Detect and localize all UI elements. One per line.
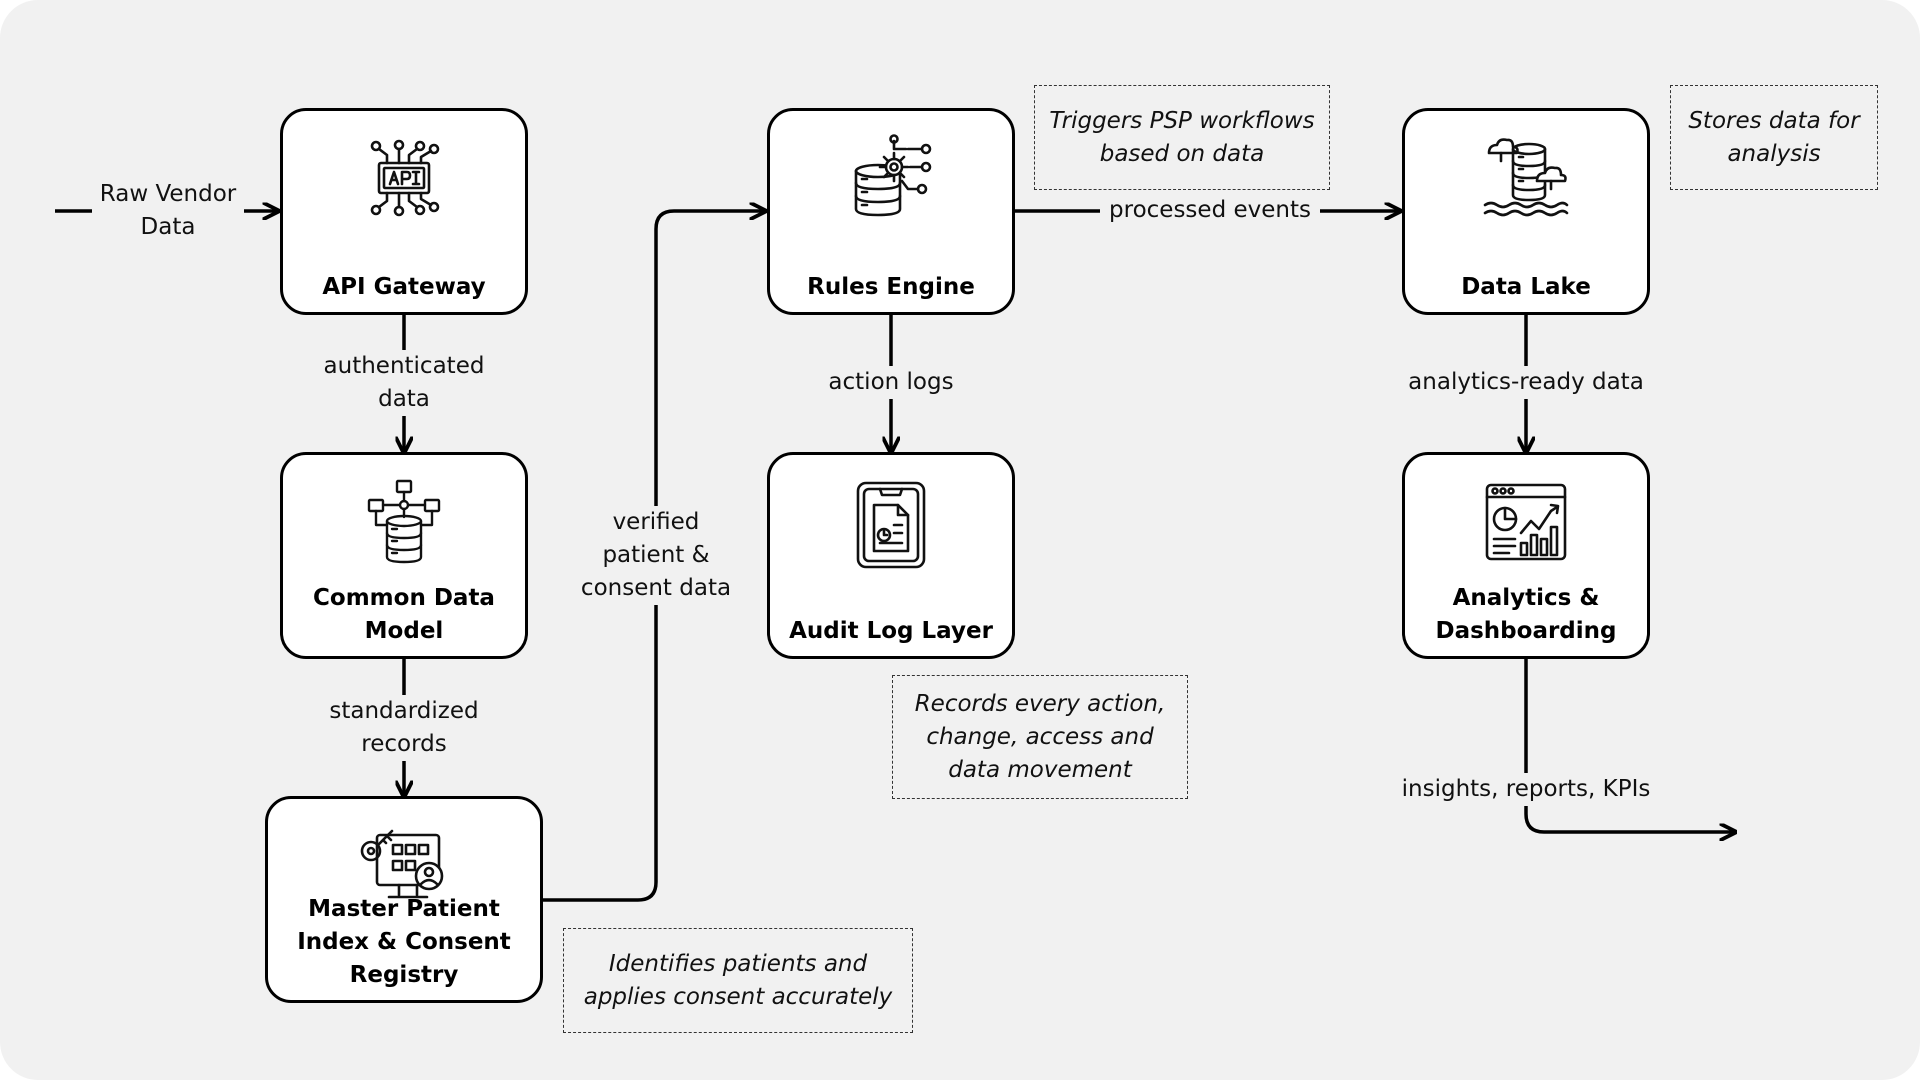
node-rules-engine[interactable]: Rules Engine	[767, 108, 1015, 315]
node-common-data-model[interactable]: Common Data Model	[280, 452, 528, 659]
node-title: Rules Engine	[807, 274, 975, 300]
edge-label-analytics-ready-data: analytics-ready data	[1396, 366, 1656, 399]
node-title: Analytics & Dashboarding	[1435, 585, 1617, 644]
note-audit-log: Records every action, change, access and…	[892, 675, 1188, 799]
node-analytics-dashboarding[interactable]: Analytics & Dashboarding	[1402, 452, 1650, 659]
note-data-lake: Stores data for analysis	[1670, 85, 1878, 190]
node-title: Data Lake	[1461, 274, 1591, 300]
note-master-patient-index: Identifies patients and applies consent …	[563, 928, 913, 1033]
edge-insights-reports-kpis	[1524, 659, 1735, 832]
database-gear-icon	[854, 134, 932, 217]
edge-label-raw-vendor-data: Raw Vendor Data	[92, 178, 244, 244]
key-monitor-user-icon	[360, 829, 444, 899]
edge-label-standardized-records: standardized records	[314, 695, 494, 761]
edge-label-processed-events: processed events	[1100, 194, 1320, 227]
database-network-icon	[367, 479, 441, 564]
edge-label-action-logs: action logs	[810, 366, 972, 399]
data-lake-icon	[1483, 138, 1569, 217]
node-title: Common Data Model	[313, 585, 495, 644]
edge-label-insights-reports-kpis: insights, reports, KPIs	[1386, 773, 1666, 806]
node-title: Audit Log Layer	[789, 618, 993, 644]
node-title: API Gateway	[322, 274, 486, 300]
node-data-lake[interactable]: Data Lake	[1402, 108, 1650, 315]
node-audit-log-layer[interactable]: Audit Log Layer	[767, 452, 1015, 659]
dashboard-chart-icon	[1485, 483, 1567, 561]
edge-label-verified-patient-consent: verified patient & consent data	[571, 506, 741, 605]
clipboard-report-icon	[856, 481, 926, 569]
node-title: Master Patient Index & Consent Registry	[297, 896, 511, 988]
api-chip-icon	[370, 139, 440, 217]
node-api-gateway[interactable]: API Gateway	[280, 108, 528, 315]
edge-label-authenticated-data: authenticated data	[314, 350, 494, 416]
note-rules-engine: Triggers PSP workflows based on data	[1034, 85, 1330, 190]
node-master-patient-index[interactable]: Master Patient Index & Consent Registry	[265, 796, 543, 1003]
